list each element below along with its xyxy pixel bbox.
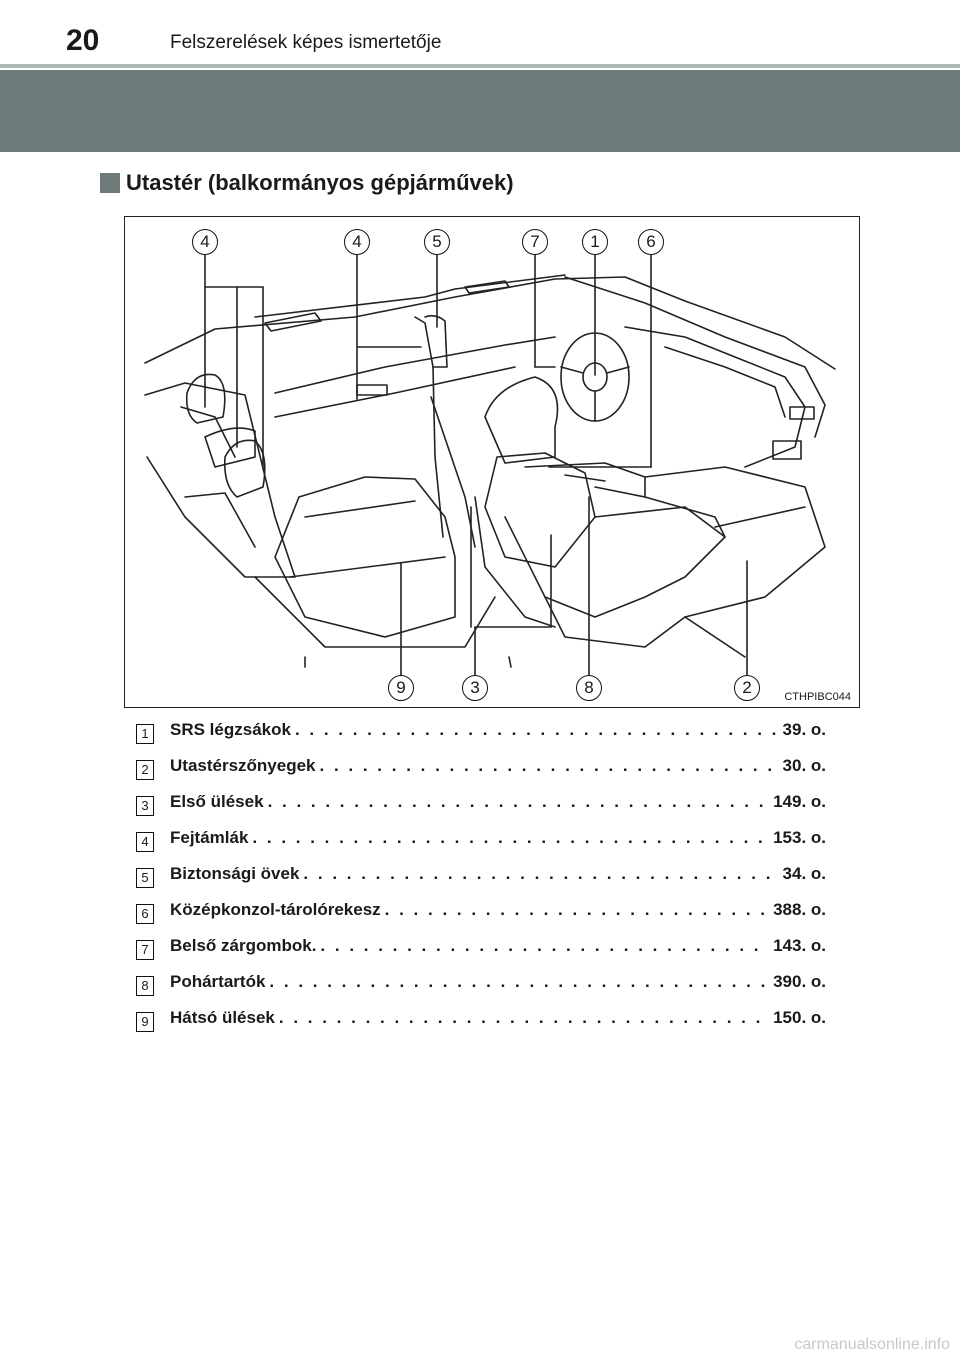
callout-1: 1 — [582, 229, 608, 255]
list-item: 4 Fejtámlák 153. o. — [136, 824, 836, 860]
item-label: Utastérszőnyegek — [170, 756, 316, 775]
item-label: Hátsó ülések — [170, 1008, 275, 1027]
section-heading: Utastér (balkormányos gépjárművek) — [100, 170, 514, 196]
list-item: 9 Hátsó ülések 150. o. — [136, 1004, 836, 1040]
page-header: 20 Felszerelések képes ismertetője — [0, 0, 960, 66]
item-page-ref: 149. o. — [773, 792, 826, 811]
leader-dots — [279, 1008, 769, 1028]
item-number: 8 — [136, 976, 154, 996]
item-number: 2 — [136, 760, 154, 780]
callout-4-left: 4 — [192, 229, 218, 255]
item-label: Biztonsági övek — [170, 864, 300, 883]
interior-illustration: 4 4 5 7 1 6 9 3 8 2 CTHPIBC044 — [124, 216, 860, 708]
list-item: 1 SRS légzsákok 39. o. — [136, 716, 836, 752]
leader-dots — [320, 936, 769, 956]
item-page-ref: 143. o. — [773, 936, 826, 955]
figure-code: CTHPIBC044 — [784, 691, 851, 703]
leader-dots — [295, 720, 779, 740]
section-square-icon — [100, 173, 120, 193]
item-label: Első ülések — [170, 792, 264, 811]
item-page-ref: 39. o. — [782, 720, 826, 739]
item-label: Fejtámlák — [170, 828, 249, 847]
item-page-ref: 150. o. — [773, 1008, 826, 1027]
header-title: Felszerelések képes ismertetője — [170, 32, 442, 53]
interior-drawing — [144, 252, 836, 676]
item-number: 1 — [136, 724, 154, 744]
item-number: 6 — [136, 904, 154, 924]
leader-dots — [252, 828, 769, 848]
item-number: 4 — [136, 832, 154, 852]
callout-6: 6 — [638, 229, 664, 255]
page-number: 20 — [66, 24, 100, 57]
item-number: 7 — [136, 940, 154, 960]
header-banner — [0, 70, 960, 152]
leader-dots — [385, 900, 769, 920]
list-item: 5 Biztonsági övek 34. o. — [136, 860, 836, 896]
list-item: 2 Utastérszőnyegek 30. o. — [136, 752, 836, 788]
item-label: Belső zárgombok. — [170, 936, 317, 955]
list-item: 3 Első ülések 149. o. — [136, 788, 836, 824]
legend-list: 1 SRS légzsákok 39. o. 2 Utastérszőnyegek… — [136, 716, 836, 1040]
leader-dots — [320, 756, 779, 776]
callout-4-center: 4 — [344, 229, 370, 255]
leader-dots — [303, 864, 778, 884]
item-number: 3 — [136, 796, 154, 816]
item-number: 5 — [136, 868, 154, 888]
callout-8: 8 — [576, 675, 602, 701]
watermark: carmanualsonline.info — [794, 1336, 950, 1353]
item-page-ref: 153. o. — [773, 828, 826, 847]
item-number: 9 — [136, 1012, 154, 1032]
item-page-ref: 34. o. — [782, 864, 826, 883]
item-page-ref: 390. o. — [773, 972, 826, 991]
header-divider — [0, 64, 960, 68]
leader-dots — [268, 792, 770, 812]
list-item: 7 Belső zárgombok. 143. o. — [136, 932, 836, 968]
leader-dots — [269, 972, 769, 992]
callout-5: 5 — [424, 229, 450, 255]
section-title: Utastér (balkormányos gépjárművek) — [126, 170, 514, 195]
callout-3: 3 — [462, 675, 488, 701]
list-item: 6 Középkonzol-tárolórekesz 388. o. — [136, 896, 836, 932]
item-page-ref: 30. o. — [782, 756, 826, 775]
item-label: SRS légzsákok — [170, 720, 291, 739]
callout-9: 9 — [388, 675, 414, 701]
callout-2: 2 — [734, 675, 760, 701]
item-label: Középkonzol-tárolórekesz — [170, 900, 381, 919]
item-page-ref: 388. o. — [773, 900, 826, 919]
item-label: Pohártartók — [170, 972, 266, 991]
list-item: 8 Pohártartók 390. o. — [136, 968, 836, 1004]
callout-7: 7 — [522, 229, 548, 255]
